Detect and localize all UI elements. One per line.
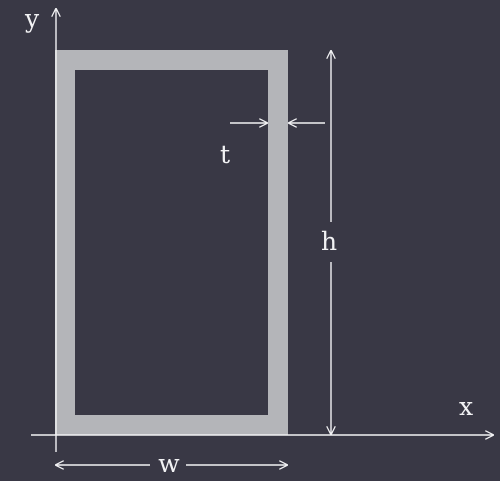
x-axis-label: x — [459, 392, 473, 421]
y-axis-label: y — [24, 4, 40, 33]
thickness-label: t — [220, 140, 230, 169]
width-label: w — [158, 449, 180, 478]
height-label: h — [321, 227, 337, 256]
